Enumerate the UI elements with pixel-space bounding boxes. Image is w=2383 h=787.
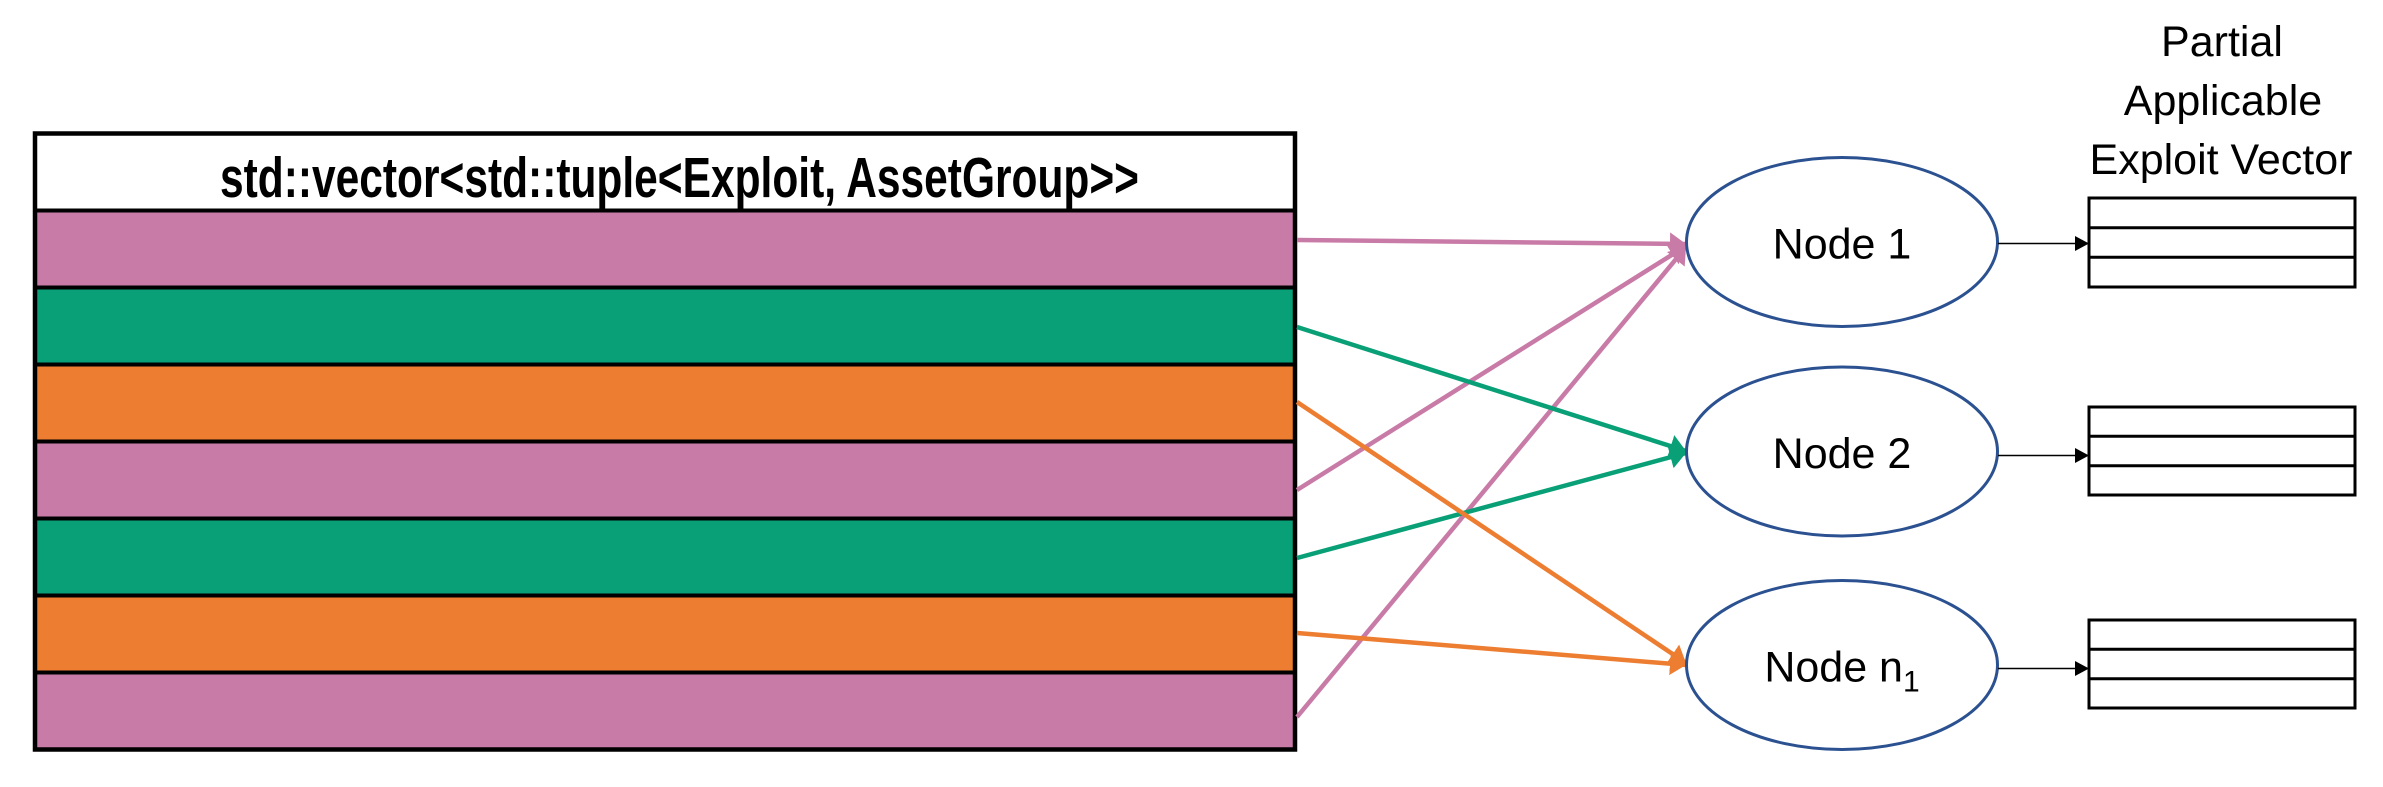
svg-text:Partial: Partial [2161, 18, 2283, 66]
svg-text:Node 2: Node 2 [1773, 430, 1912, 478]
svg-text:std::vector<std::tuple<Exploit: std::vector<std::tuple<Exploit, AssetGro… [220, 146, 1139, 210]
svg-text:Node n1: Node n1 [1764, 644, 1919, 699]
svg-text:Node 1: Node 1 [1773, 221, 1912, 269]
svg-text:Applicable: Applicable [2124, 77, 2322, 125]
svg-text:Exploit Vector: Exploit Vector [2090, 136, 2353, 184]
